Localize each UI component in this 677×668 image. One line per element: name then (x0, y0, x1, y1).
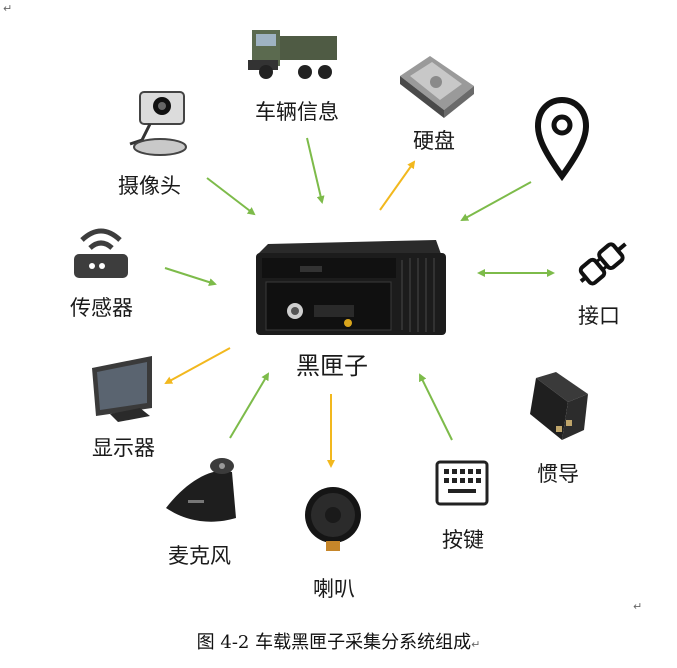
microphone-icon (166, 458, 236, 522)
arrow-sensor (164, 267, 217, 286)
webcam-icon (129, 91, 187, 156)
display-label: 显示器 (92, 436, 155, 460)
arrow-camera (206, 177, 256, 216)
hard-disk-label: 硬盘 (413, 129, 455, 153)
camera-label: 摄像头 (118, 174, 181, 198)
sensor-label: 传感器 (70, 296, 133, 320)
truck-icon (248, 30, 337, 79)
arrow-keyboard (419, 373, 453, 441)
paragraph-mark-top: ↵ (3, 2, 13, 15)
interface-label: 接口 (578, 304, 620, 328)
arrow-vehicle-info (306, 137, 325, 204)
plug-icon (578, 242, 627, 286)
arrow-display (164, 347, 231, 384)
microphone-label: 麦克风 (168, 544, 231, 568)
paragraph-mark-bottom: ↵ (633, 600, 643, 613)
hard-disk-icon (400, 56, 474, 118)
arrow-hard-disk (379, 160, 416, 211)
location-pin-icon (534, 96, 590, 182)
center-label: 黑匣子 (296, 352, 368, 380)
black-box-dvr-icon (256, 240, 446, 335)
monitor-icon (92, 356, 152, 422)
speaker-label: 喇叭 (313, 577, 355, 601)
arrow-location (460, 181, 532, 221)
speaker-icon (305, 487, 361, 551)
keyboard-icon (435, 460, 489, 506)
imu-box-icon (530, 372, 588, 440)
arrow-microphone (229, 372, 270, 439)
router-sensor-icon (74, 228, 128, 278)
keyboard-label: 按键 (442, 528, 484, 552)
caption-return-mark: ↵ (471, 638, 481, 651)
inertial-nav-label: 惯导 (537, 462, 579, 486)
figure-caption: 图 4-2 车载黑匣子采集分系统组成↵ (0, 628, 677, 654)
caption-text: 图 4-2 车载黑匣子采集分系统组成 (196, 632, 472, 653)
vehicle-info-label: 车辆信息 (255, 100, 339, 124)
